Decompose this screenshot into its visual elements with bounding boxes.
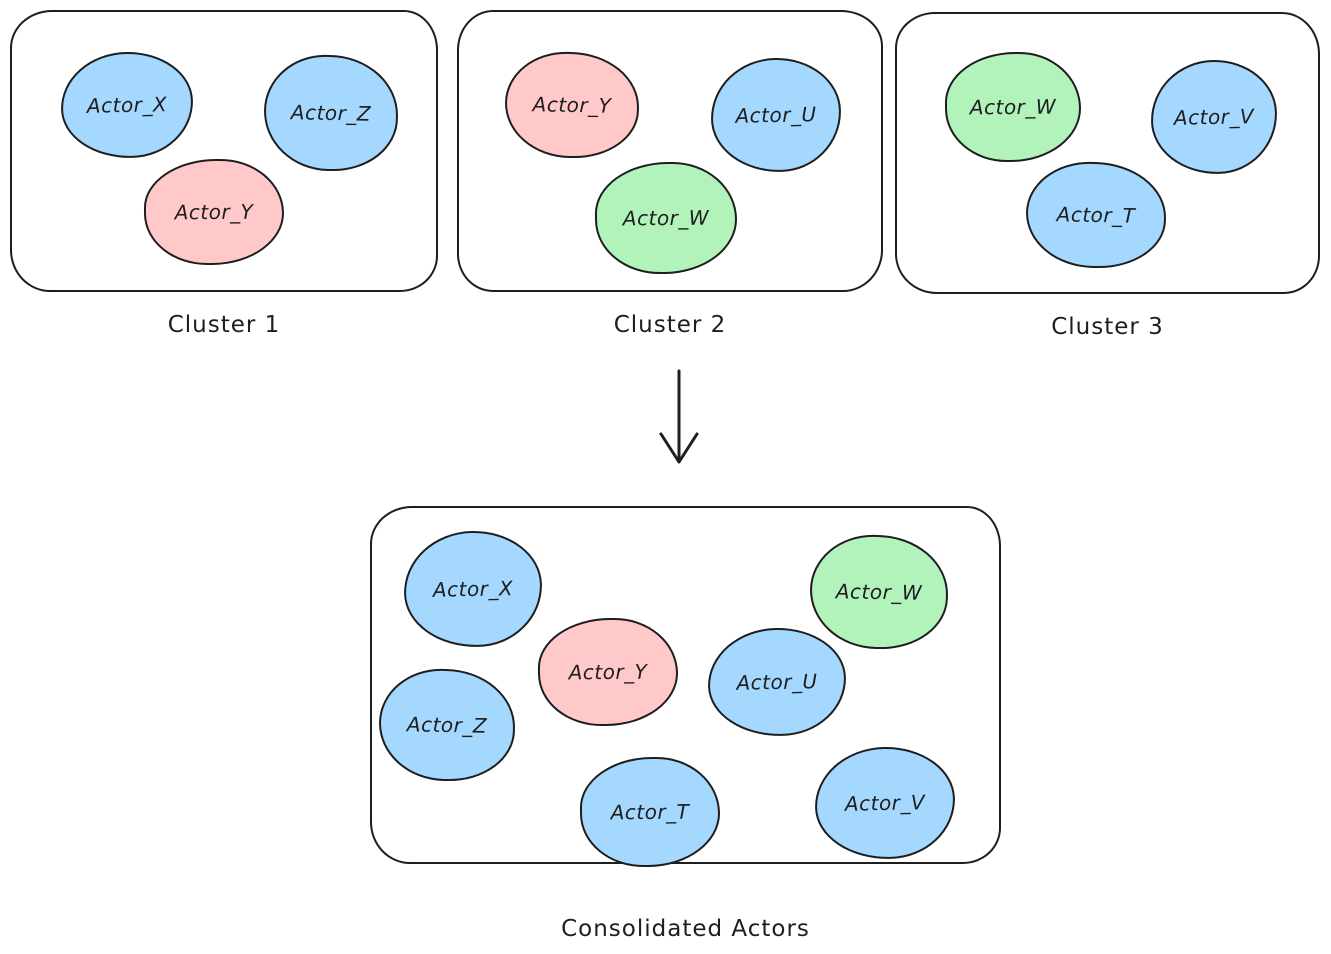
actor-label: Actor_X <box>86 92 168 118</box>
actor-label: Actor_Y <box>568 659 648 685</box>
actor-node-cluster3-actor-w: Actor_W <box>944 51 1082 163</box>
actor-label: Actor_Y <box>174 199 254 225</box>
consolidated-actors-label: Consolidated Actors <box>561 916 810 942</box>
actor-label: Actor_X <box>432 576 514 602</box>
actor-label: Actor_Z <box>406 712 488 738</box>
actor-label: Actor_Y <box>532 92 612 118</box>
down-arrow-icon <box>659 369 699 464</box>
actor-label: Actor_T <box>610 799 690 825</box>
actor-label: Actor_W <box>835 579 923 605</box>
actor-label: Actor_Z <box>290 100 372 126</box>
cluster-1-label: Cluster 1 <box>167 312 281 338</box>
actor-label: Actor_T <box>1056 202 1136 228</box>
actor-label: Actor_W <box>969 94 1057 120</box>
actor-label: Actor_W <box>622 205 710 231</box>
actor-label: Actor_V <box>844 790 926 816</box>
cluster-2-label: Cluster 2 <box>613 312 727 338</box>
actor-label: Actor_V <box>1173 104 1255 130</box>
actor-label: Actor_U <box>736 669 818 695</box>
cluster-3-label: Cluster 3 <box>1051 314 1164 340</box>
actor-label: Actor_U <box>735 102 817 128</box>
